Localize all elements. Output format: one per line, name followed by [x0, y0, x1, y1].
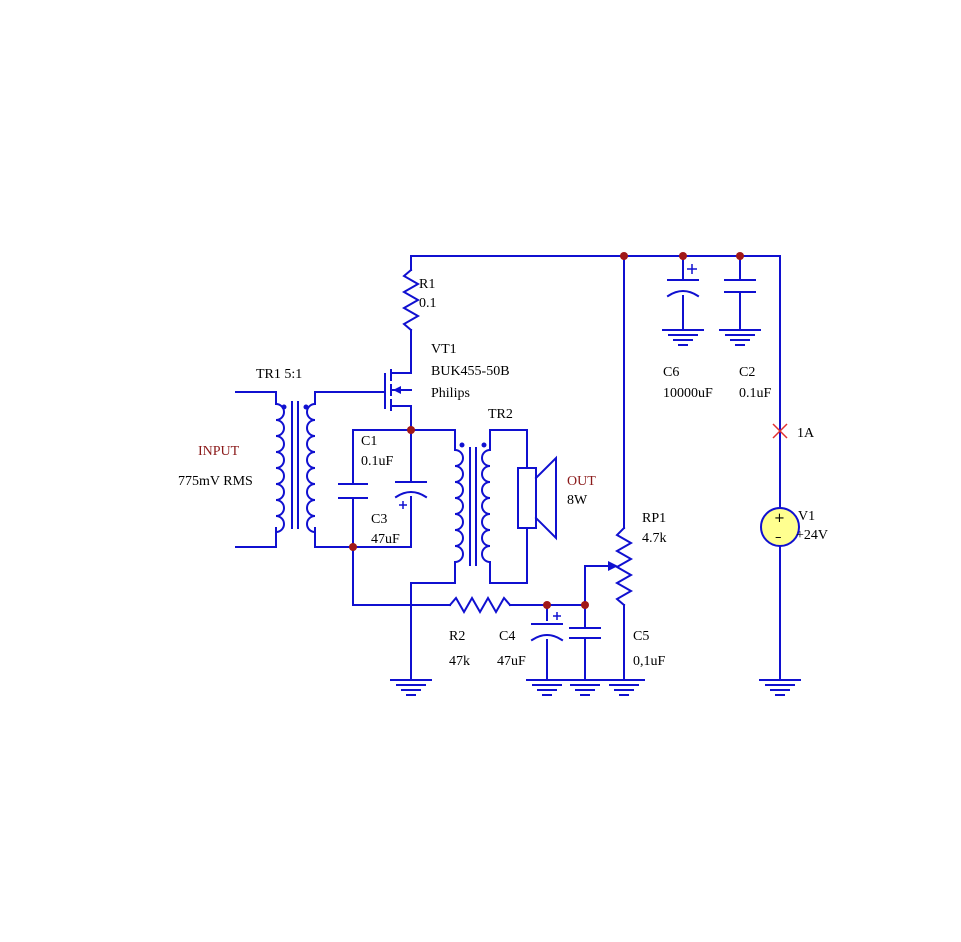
label-r2: R2 [449, 629, 465, 644]
label-tr1: TR1 5:1 [256, 367, 302, 382]
ground-symbols [390, 329, 801, 696]
label-current: 1A [797, 426, 815, 441]
label-c2-value: 0.1uF [739, 386, 772, 401]
v1-plus-sign: + [774, 511, 785, 526]
label-out: OUT [567, 474, 596, 489]
labels: TR1 5:1 INPUT 775mV RMS R1 0.1 VT1 BUK45… [178, 277, 828, 669]
label-r2-value: 47k [449, 654, 470, 669]
voltage-source-v1[interactable]: + – [760, 507, 800, 547]
junction-dot [543, 601, 551, 609]
label-out-power: 8W [567, 493, 588, 508]
junction-dots [349, 252, 744, 609]
wires [235, 255, 781, 681]
capacitor-c4[interactable] [530, 612, 564, 642]
label-c2: C2 [739, 365, 755, 380]
ground-icon [662, 329, 704, 346]
label-v1: V1 [798, 509, 815, 524]
label-vt1-part: BUK455-50B [431, 364, 510, 379]
ground-icon [564, 679, 606, 696]
label-vt1-maker: Philips [431, 386, 470, 401]
capacitor-c6[interactable] [666, 264, 700, 298]
label-vt1: VT1 [431, 342, 457, 357]
junction-dot [407, 426, 415, 434]
label-c1: C1 [361, 434, 377, 449]
junction-dot [736, 252, 744, 260]
label-c3: C3 [371, 512, 387, 527]
label-v1-value: +24V [796, 528, 828, 543]
label-r1: R1 [419, 277, 435, 292]
label-rp1: RP1 [642, 511, 666, 526]
ground-icon [759, 679, 801, 696]
ground-icon [390, 679, 432, 696]
ground-icon [526, 679, 568, 696]
label-rp1-value: 4.7k [642, 531, 667, 546]
capacitor-c3[interactable] [394, 481, 428, 509]
capacitor-c2[interactable] [724, 279, 756, 293]
label-r1-value: 0.1 [419, 296, 437, 311]
capacitor-c1[interactable] [338, 483, 368, 499]
resistor-r2[interactable] [448, 595, 512, 615]
mosfet-vt1[interactable] [384, 369, 412, 411]
v1-minus-sign: – [775, 530, 782, 545]
label-c1-value: 0.1uF [361, 454, 394, 469]
label-c3-value: 47uF [371, 532, 400, 547]
ground-icon [603, 679, 645, 696]
current-marker-1a[interactable] [772, 423, 788, 439]
resistor-r1[interactable] [401, 268, 421, 332]
label-c5: C5 [633, 629, 649, 644]
speaker-out[interactable] [517, 455, 557, 541]
label-c6: C6 [663, 365, 679, 380]
junction-dot [679, 252, 687, 260]
label-c4-value: 47uF [497, 654, 526, 669]
label-c5-value: 0,1uF [633, 654, 666, 669]
label-tr2: TR2 [488, 407, 513, 422]
label-c6-value: 10000uF [663, 386, 713, 401]
capacitor-c5[interactable] [569, 627, 601, 639]
junction-dot [620, 252, 628, 260]
label-input: INPUT [198, 444, 240, 459]
transformer-tr2[interactable] [453, 442, 492, 566]
junction-dot [349, 543, 357, 551]
transformer-tr1[interactable] [274, 401, 317, 534]
junction-dot [581, 601, 589, 609]
label-c4: C4 [499, 629, 515, 644]
ground-icon [719, 329, 761, 346]
label-input-level: 775mV RMS [178, 474, 253, 489]
potentiometer-rp1[interactable] [608, 526, 634, 607]
